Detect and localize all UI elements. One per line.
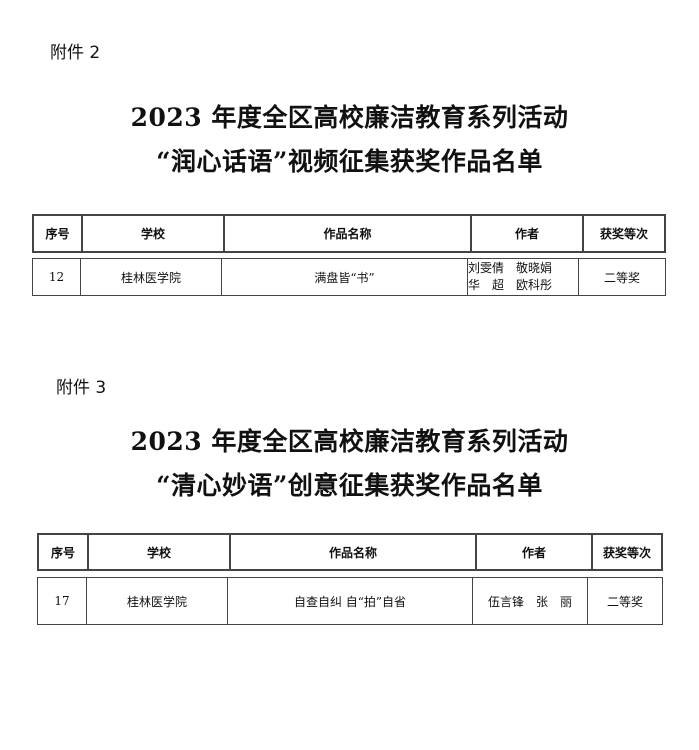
document-title: 2023 年度全区高校廉洁教育系列活动	[130, 103, 569, 132]
author-line: 华 超 欧科彤	[468, 278, 553, 292]
cell-work: 满盘皆“书”	[221, 258, 468, 296]
header-table: 序号 学校 作品名称 作者 获奖等次	[32, 214, 666, 253]
cell-no: 17	[37, 577, 87, 625]
header-school: 学校	[87, 533, 231, 571]
cell-school: 桂林医学院	[86, 577, 228, 625]
header-author: 作者	[475, 533, 593, 571]
award-table: 17 桂林医学院 自查自纠 自“拍”自省 伍言锋 张 丽 二等奖	[37, 577, 663, 625]
cell-authors: 伍言锋 张 丽	[472, 577, 588, 625]
attachment-label: 附件 2	[50, 43, 101, 63]
header-work: 作品名称	[223, 214, 472, 253]
cell-award: 二等奖	[578, 258, 666, 296]
cell-award: 二等奖	[587, 577, 663, 625]
award-table: 12 桂林医学院 满盘皆“书” 刘雯倩 敬晓娟华 超 欧科彤 二等奖	[32, 258, 666, 296]
header-table: 序号 学校 作品名称 作者 获奖等次	[37, 533, 663, 571]
attachment-label: 附件 3	[56, 378, 107, 398]
header-award: 获奖等次	[591, 533, 663, 571]
table-row: 12 桂林医学院 满盘皆“书” 刘雯倩 敬晓娟华 超 欧科彤 二等奖	[32, 258, 666, 296]
header-work: 作品名称	[229, 533, 477, 571]
document-title: 2023 年度全区高校廉洁教育系列活动	[130, 427, 569, 456]
cell-work: 自查自纠 自“拍”自省	[227, 577, 473, 625]
header-award: 获奖等次	[582, 214, 666, 253]
cell-no: 12	[32, 258, 81, 296]
header-no: 序号	[37, 533, 89, 571]
document-subtitle: “润心话语”视频征集获奖作品名单	[156, 147, 543, 176]
header-school: 学校	[81, 214, 225, 253]
table-row: 17 桂林医学院 自查自纠 自“拍”自省 伍言锋 张 丽 二等奖	[37, 577, 663, 625]
author-line: 刘雯倩 敬晓娟	[468, 261, 553, 275]
header-no: 序号	[32, 214, 83, 253]
header-author: 作者	[470, 214, 584, 253]
cell-school: 桂林医学院	[80, 258, 222, 296]
document-subtitle: “清心妙语”创意征集获奖作品名单	[156, 471, 543, 500]
cell-authors: 刘雯倩 敬晓娟华 超 欧科彤	[467, 258, 579, 296]
